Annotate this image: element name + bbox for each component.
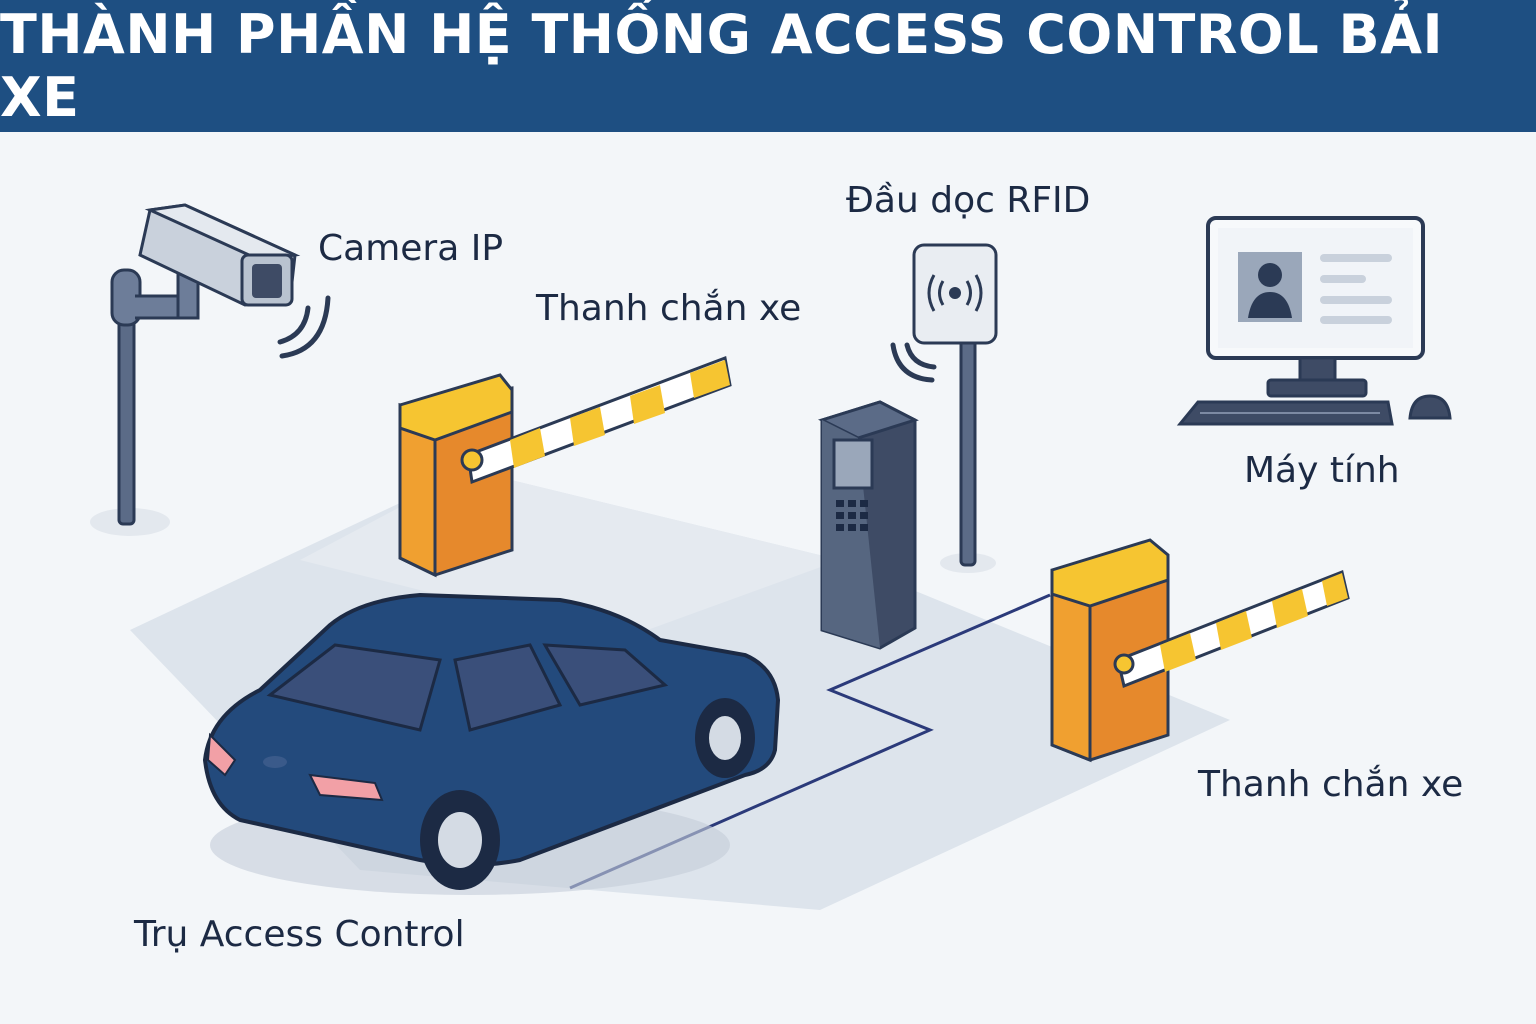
label-barrier-bottom: Thanh chắn xe bbox=[1198, 764, 1464, 805]
title-banner: THÀNH PHẦN HỆ THỐNG ACCESS CONTROL BẢI X… bbox=[0, 0, 1536, 132]
label-camera-ip: Camera IP bbox=[318, 228, 504, 269]
page-title: THÀNH PHẦN HỆ THỐNG ACCESS CONTROL BẢI X… bbox=[0, 3, 1444, 129]
label-barrier-top: Thanh chắn xe bbox=[536, 288, 802, 329]
label-rfid-reader: Đầu dọc RFID bbox=[846, 180, 1091, 221]
label-access-control-post: Trụ Access Control bbox=[134, 914, 465, 955]
label-computer: Máy tính bbox=[1244, 450, 1400, 491]
car-icon bbox=[202, 592, 781, 895]
rfid-reader-icon bbox=[890, 243, 998, 573]
access-control-post-icon bbox=[817, 400, 919, 650]
ground-loop-wire bbox=[569, 593, 1051, 890]
barrier-gate-top-icon bbox=[398, 355, 732, 578]
barrier-gate-bottom-icon bbox=[1050, 538, 1350, 763]
camera-ip-icon bbox=[90, 203, 331, 536]
computer-icon bbox=[1176, 216, 1452, 426]
